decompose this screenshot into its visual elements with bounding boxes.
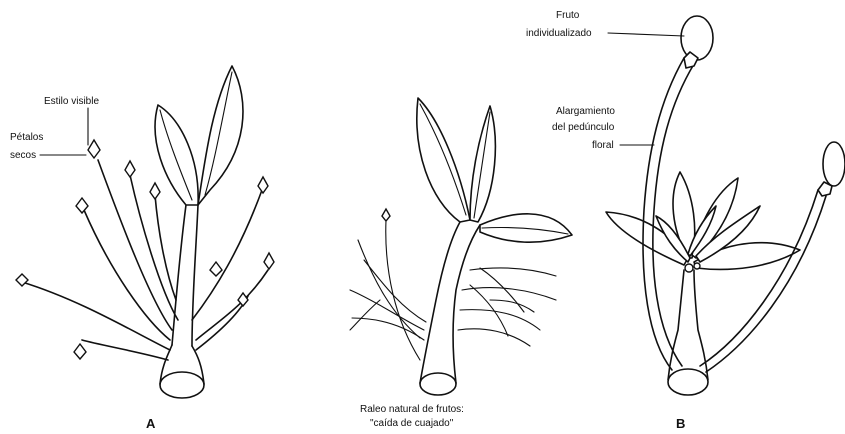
- label-fruto-line2: individualizado: [526, 28, 592, 39]
- label-alargamiento-line2: del pedúnculo: [552, 122, 615, 133]
- panel-b-label: B: [676, 416, 685, 431]
- panel-middle-drawing: [350, 98, 572, 395]
- label-alargamiento-line3: floral: [592, 140, 614, 151]
- label-petalos-line1: Pétalos: [10, 132, 43, 143]
- panel-a-drawing: [16, 66, 274, 398]
- label-estilo-visible: Estilo visible: [44, 96, 99, 107]
- label-alargamiento-line1: Alargamiento: [556, 106, 615, 117]
- label-petalos-line2: secos: [10, 150, 36, 161]
- label-fruto-line1: Fruto: [556, 10, 580, 21]
- panel-b-drawing: [606, 16, 845, 395]
- caption-line1: Raleo natural de frutos:: [360, 404, 464, 415]
- caption-line2: "caída de cuajado": [370, 418, 454, 429]
- fruto-leader-line: [608, 33, 684, 36]
- panel-a-label: A: [146, 416, 156, 431]
